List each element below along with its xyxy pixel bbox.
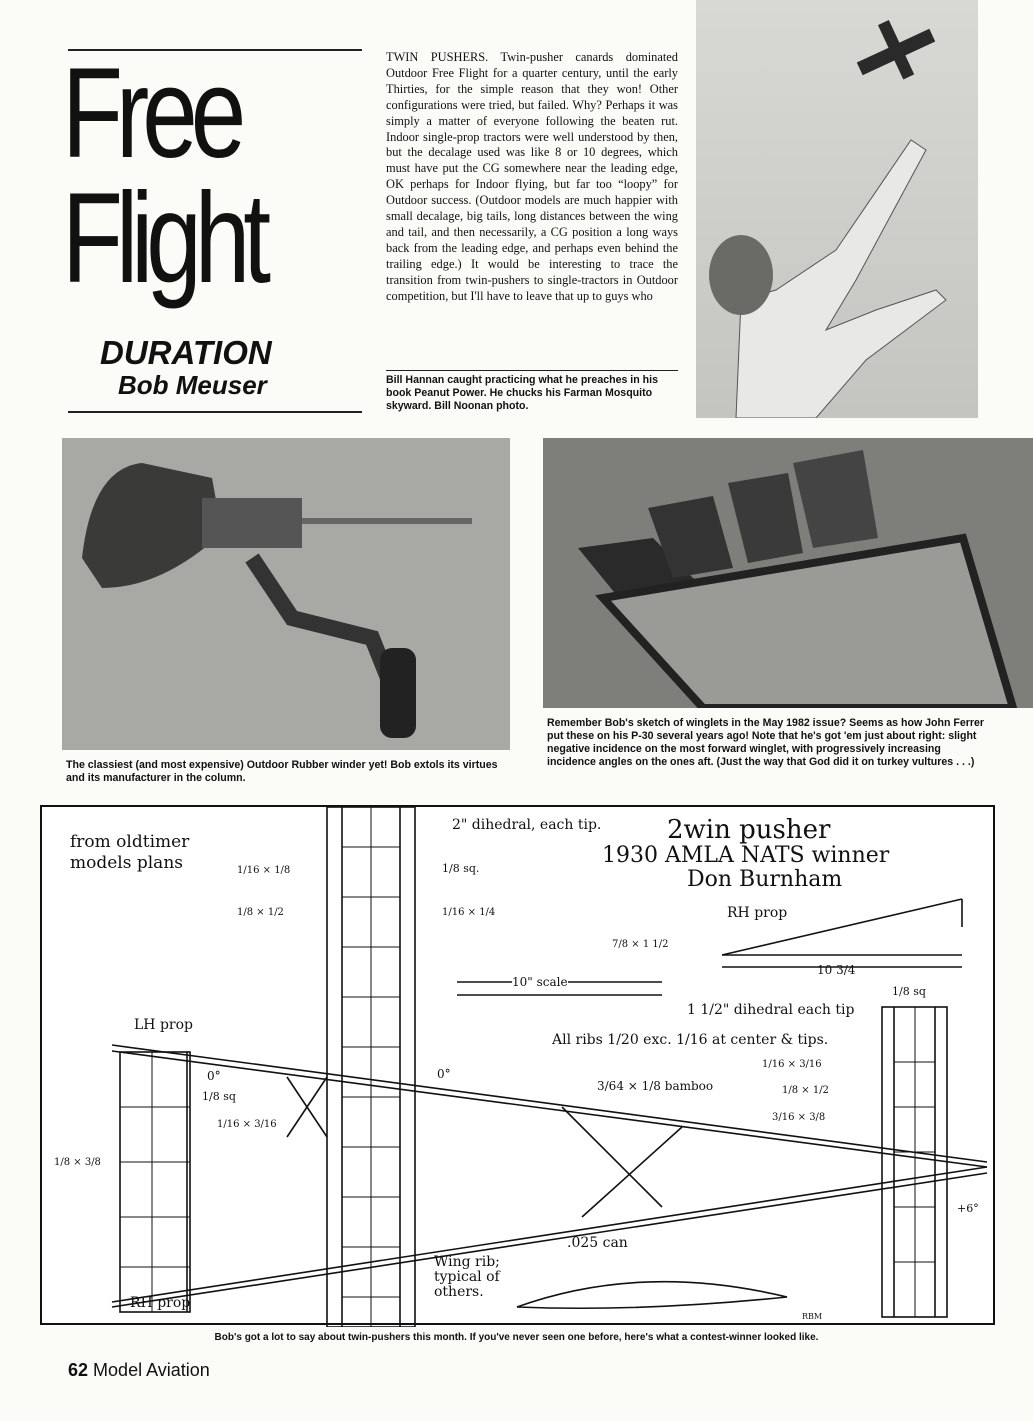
- label-dihedral-1-5: 1 1/2" dihedral each tip: [687, 1002, 855, 1018]
- label-1-16x1-8: 1/16 × 1/8: [237, 865, 291, 876]
- label-1-16x1-4: 1/16 × 1/4: [442, 907, 496, 918]
- caption-drawing: Bob's got a lot to say about twin-pusher…: [214, 1332, 819, 1343]
- label-3-16x3-8: 3/16 × 3/8: [772, 1112, 826, 1123]
- author: Bob Meuser: [118, 370, 267, 400]
- label-lh-prop: LH prop: [134, 1017, 194, 1033]
- lead-in: TWIN PUSHERS.: [386, 50, 489, 64]
- label-prop-blank: 7/8 × 1 1/2: [612, 939, 669, 950]
- drawing-title: 2win pusher: [667, 815, 831, 845]
- page-footer: 62 Model Aviation: [68, 1360, 210, 1381]
- header-bottom-rule: [68, 411, 362, 413]
- winder-figure: [82, 463, 472, 738]
- label-1-8x1-2: 1/8 × 1/2: [237, 907, 284, 918]
- label-scale: 10" scale: [512, 975, 568, 989]
- body-text: Twin-pusher canards dominated Outdoor Fr…: [386, 50, 678, 303]
- photo-winglets: [543, 438, 1033, 708]
- page-number: 62: [68, 1360, 89, 1380]
- header-top-rule: [68, 49, 362, 51]
- magazine-name: Model Aviation: [93, 1360, 210, 1380]
- source-label: from oldtimer models plans: [70, 832, 190, 873]
- label-1-8x3-8: 1/8 × 3/8: [54, 1157, 101, 1168]
- label-bamboo: 3/64 × 1/8 bamboo: [597, 1079, 714, 1093]
- caption-winder: The classiest (and most expensive) Outdo…: [66, 759, 498, 784]
- label-zero-deg-wing: 0°: [437, 1067, 451, 1081]
- photo-winder: [62, 438, 510, 750]
- department: DURATION: [100, 334, 272, 371]
- label-1-8x1-2-right: 1/8 × 1/2: [782, 1085, 829, 1096]
- label-tail-1-8-sq: 1/8 sq: [892, 985, 926, 998]
- label-dihedral-2: 2" dihedral, each tip.: [452, 817, 602, 833]
- winglets-figure: [578, 450, 1018, 708]
- caption-hannan: Bill Hannan caught practicing what he pr…: [386, 374, 658, 412]
- plan-drawing: from oldtimer models plans 2win pusher 1…: [40, 805, 995, 1327]
- label-rh-prop-bottom: RH prop: [130, 1295, 191, 1311]
- drawing-designer: Don Burnham: [687, 867, 843, 892]
- caption-winglets: Remember Bob's sketch of winglets in the…: [547, 717, 985, 768]
- label-plus-6-deg: +6°: [957, 1202, 979, 1215]
- label-1-16x3-16-left: 1/16 × 3/16: [217, 1119, 277, 1130]
- label-1-16x3-16-right: 1/16 × 3/16: [762, 1059, 822, 1070]
- title-free: Free: [62, 42, 246, 185]
- label-canard-1-8-sq: 1/8 sq: [202, 1090, 236, 1103]
- label-can: .025 can: [567, 1235, 628, 1251]
- drawing-subtitle: 1930 AMLA NATS winner: [602, 843, 890, 868]
- label-prop-length: 10 3/4: [817, 963, 856, 977]
- photo-hannan-figure: [709, 20, 947, 418]
- title-flight: Flight: [62, 167, 271, 310]
- plan-lines: [111, 807, 988, 1327]
- article-body: TWIN PUSHERS. Twin-pusher canards domina…: [386, 50, 678, 305]
- label-ribs: All ribs 1/20 exc. 1/16 at center & tips…: [552, 1032, 829, 1048]
- label-spar-1-8-sq: 1/8 sq.: [442, 862, 480, 875]
- artist-initials: RBM: [802, 1312, 823, 1321]
- photo-hannan: [696, 0, 978, 418]
- label-rh-prop: RH prop: [727, 905, 788, 921]
- label-wing-rib: Wing rib; typical of others.: [434, 1254, 500, 1300]
- label-zero-deg-canard: 0°: [207, 1069, 221, 1083]
- caption-rule: [386, 370, 678, 371]
